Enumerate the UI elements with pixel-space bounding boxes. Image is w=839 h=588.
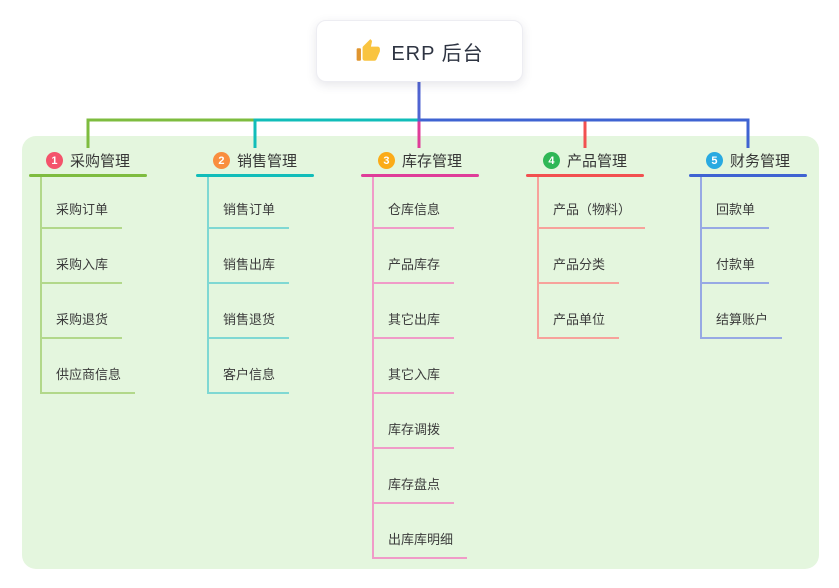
branch-title: 产品管理 <box>566 153 627 170</box>
branch-2: 2 销售管理 <box>196 147 314 177</box>
sub-node-item[interactable]: 产品单位 <box>539 284 620 339</box>
sub-node-item[interactable]: 结算账户 <box>702 284 783 339</box>
sub-item-list: 产品（物料）产品分类产品单位 <box>537 177 646 339</box>
root-node-erp-backend[interactable]: ERP 后台 <box>316 20 523 82</box>
sub-node-item[interactable]: 产品（物料） <box>539 177 646 229</box>
sub-node-item[interactable]: 供应商信息 <box>42 339 136 394</box>
sub-item-list: 回款单付款单结算账户 <box>700 177 783 339</box>
branch-title: 销售管理 <box>236 153 297 170</box>
branch-node-label[interactable]: 4 产品管理 <box>526 147 644 174</box>
branches-background-panel <box>22 136 819 569</box>
branch-node-label[interactable]: 5 财务管理 <box>689 147 807 174</box>
branch-title: 库存管理 <box>401 153 462 170</box>
sub-item-list: 采购订单采购入库采购退货供应商信息 <box>40 177 136 394</box>
branch-number-badge: 5 <box>705 152 723 169</box>
sub-node-item[interactable]: 出库库明细 <box>374 504 468 559</box>
branch-underline <box>689 174 807 177</box>
sub-item-list: 仓库信息产品库存其它出库其它入库库存调拨库存盘点出库库明细 <box>372 177 468 559</box>
sub-node-item[interactable]: 销售订单 <box>209 177 290 229</box>
branch-3: 3 库存管理 <box>361 147 479 177</box>
sub-node-item[interactable]: 产品分类 <box>539 229 620 284</box>
branch-number-badge: 4 <box>542 152 560 169</box>
sub-node-item[interactable]: 库存盘点 <box>374 449 455 504</box>
branch-node-label[interactable]: 3 库存管理 <box>361 147 479 174</box>
branch-title: 财务管理 <box>729 153 790 170</box>
branch-1: 1 采购管理 <box>29 147 147 177</box>
branch-underline <box>196 174 314 177</box>
branch-number-badge: 2 <box>212 152 230 169</box>
branch-5: 5 财务管理 <box>689 147 807 177</box>
branch-underline <box>29 174 147 177</box>
thumbs-up-icon <box>355 38 381 64</box>
sub-node-item[interactable]: 产品库存 <box>374 229 455 284</box>
sub-node-item[interactable]: 库存调拨 <box>374 394 455 449</box>
sub-node-item[interactable]: 采购退货 <box>42 284 123 339</box>
branch-title: 采购管理 <box>69 153 130 170</box>
sub-node-item[interactable]: 其它入库 <box>374 339 455 394</box>
sub-node-item[interactable]: 付款单 <box>702 229 770 284</box>
sub-node-item[interactable]: 客户信息 <box>209 339 290 394</box>
sub-node-item[interactable]: 销售出库 <box>209 229 290 284</box>
sub-node-item[interactable]: 销售退货 <box>209 284 290 339</box>
root-title: ERP 后台 <box>391 42 484 65</box>
branch-4: 4 产品管理 <box>526 147 644 177</box>
sub-node-item[interactable]: 回款单 <box>702 177 770 229</box>
sub-node-item[interactable]: 仓库信息 <box>374 177 455 229</box>
sub-node-item[interactable]: 采购订单 <box>42 177 123 229</box>
branch-number-badge: 1 <box>45 152 63 169</box>
branch-node-label[interactable]: 1 采购管理 <box>29 147 147 174</box>
branch-underline <box>526 174 644 177</box>
sub-node-item[interactable]: 采购入库 <box>42 229 123 284</box>
sub-node-item[interactable]: 其它出库 <box>374 284 455 339</box>
branch-underline <box>361 174 479 177</box>
sub-item-list: 销售订单销售出库销售退货客户信息 <box>207 177 290 394</box>
branch-node-label[interactable]: 2 销售管理 <box>196 147 314 174</box>
branch-number-badge: 3 <box>377 152 395 169</box>
